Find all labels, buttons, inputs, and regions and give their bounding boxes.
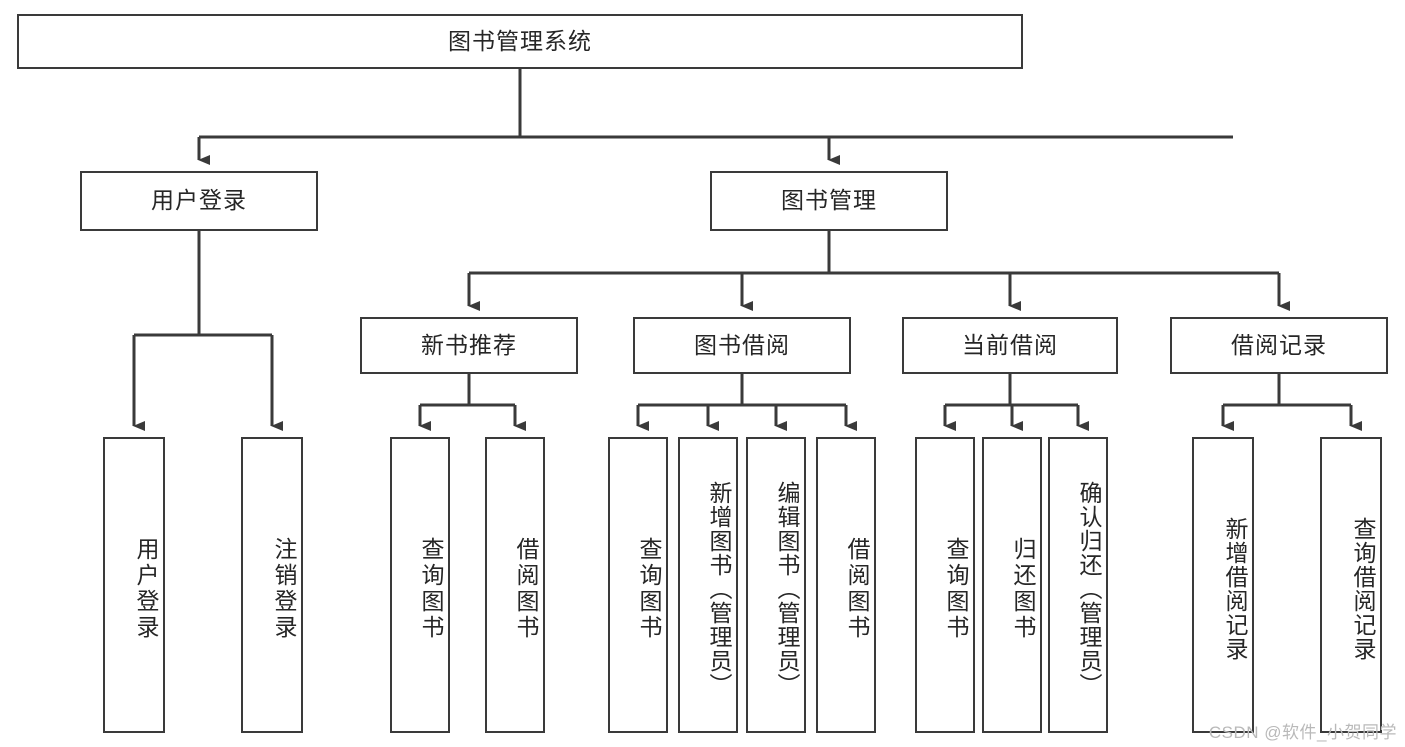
node-leaf-confirm-return[interactable]: 确认归还（管理员） — [1048, 437, 1108, 733]
node-leaf-query-record[interactable]: 查询借阅记录 — [1320, 437, 1382, 733]
node-borrow-record[interactable]: 借阅记录 — [1170, 317, 1388, 374]
node-leaf-return-book[interactable]: 归还图书 — [982, 437, 1042, 733]
node-leaf-user-logout[interactable]: 注销登录 — [241, 437, 303, 733]
node-current-borrow[interactable]: 当前借阅 — [902, 317, 1118, 374]
node-leaf-add-record[interactable]: 新增借阅记录 — [1192, 437, 1254, 733]
node-root-label: 图书管理系统 — [448, 27, 592, 54]
node-user-login-label: 用户登录 — [151, 187, 247, 214]
node-new-book-recommend-label: 新书推荐 — [421, 331, 517, 358]
node-current-borrow-label: 当前借阅 — [962, 331, 1058, 358]
node-user-login[interactable]: 用户登录 — [80, 171, 318, 231]
node-book-manage-label: 图书管理 — [781, 187, 877, 214]
node-leaf-query-book-2[interactable]: 查询图书 — [608, 437, 668, 733]
node-leaf-user-login[interactable]: 用户登录 — [103, 437, 165, 733]
node-leaf-borrow-book-1[interactable]: 借阅图书 — [485, 437, 545, 733]
node-new-book-recommend[interactable]: 新书推荐 — [360, 317, 578, 374]
node-leaf-edit-book[interactable]: 编辑图书（管理员） — [746, 437, 806, 733]
node-leaf-query-book-1[interactable]: 查询图书 — [390, 437, 450, 733]
node-book-borrow-label: 图书借阅 — [694, 331, 790, 358]
node-book-manage[interactable]: 图书管理 — [710, 171, 948, 231]
node-leaf-query-book-3[interactable]: 查询图书 — [915, 437, 975, 733]
node-book-borrow[interactable]: 图书借阅 — [633, 317, 851, 374]
node-root[interactable]: 图书管理系统 — [17, 14, 1023, 69]
node-borrow-record-label: 借阅记录 — [1231, 331, 1327, 358]
node-leaf-borrow-book-2[interactable]: 借阅图书 — [816, 437, 876, 733]
node-leaf-add-book[interactable]: 新增图书（管理员） — [678, 437, 738, 733]
